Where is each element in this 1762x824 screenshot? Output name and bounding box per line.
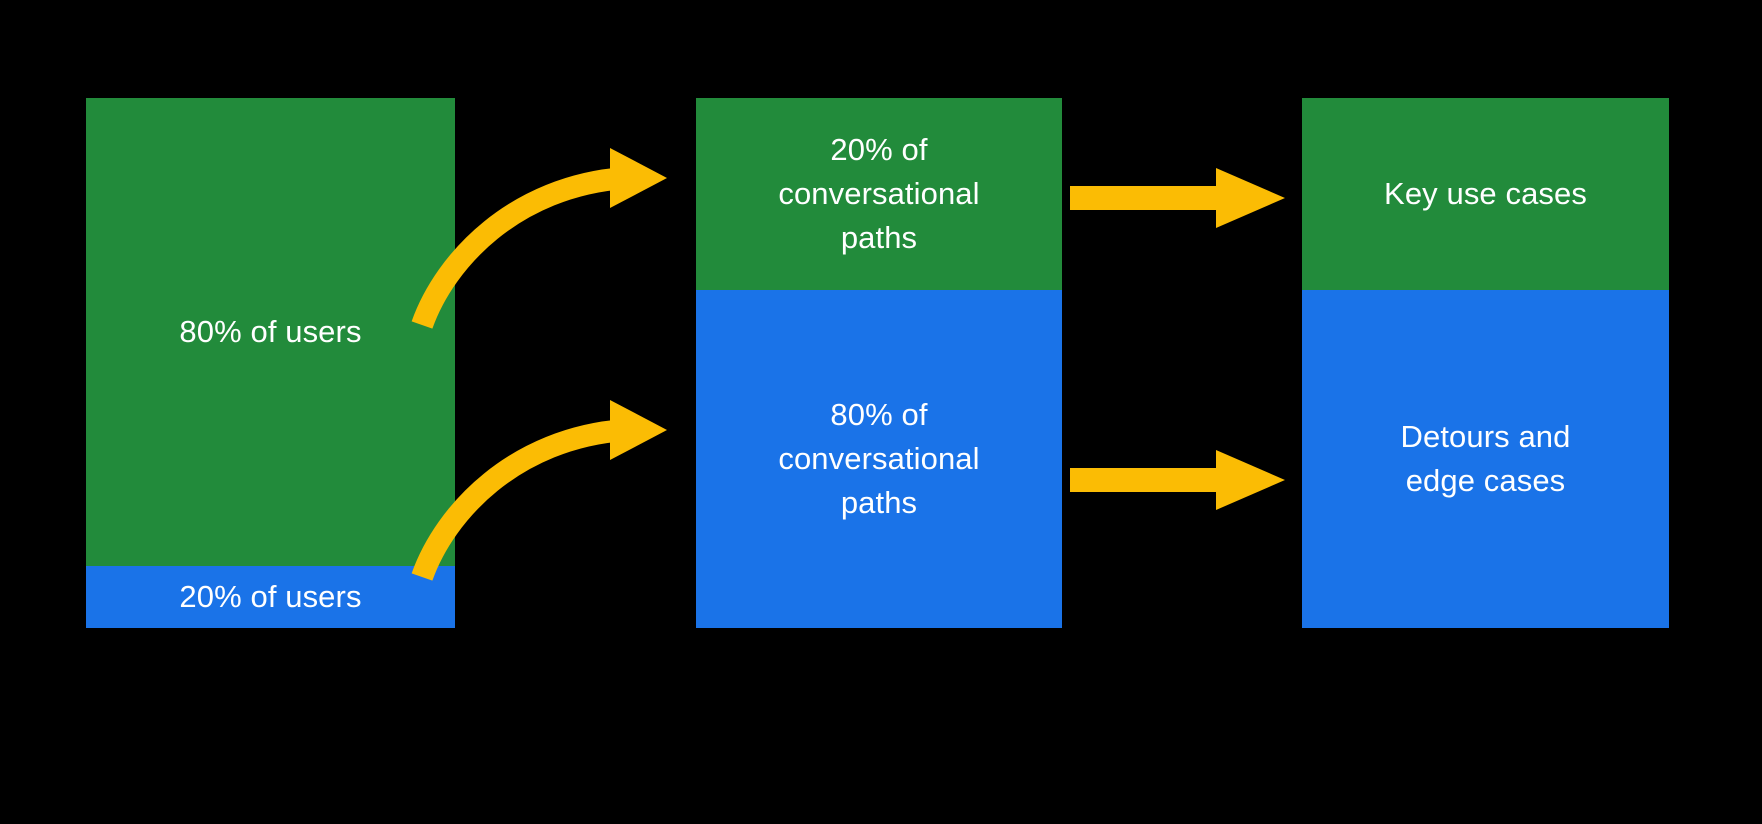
block-detours-and-edge-cases: Detours and edge cases [1302,290,1669,628]
block-20-percent-of-users: 20% of users [86,566,455,628]
block-80-percent-conversational-paths: 80% of conversational paths [696,290,1062,628]
straight-arrow-icon-paths-to-detours [1070,450,1285,510]
straight-arrow-icon-paths-to-key-use-cases [1070,168,1285,228]
block-80-percent-of-users: 80% of users [86,98,455,566]
block-key-use-cases: Key use cases [1302,98,1669,290]
block-20-percent-conversational-paths: 20% of conversational paths [696,98,1062,290]
